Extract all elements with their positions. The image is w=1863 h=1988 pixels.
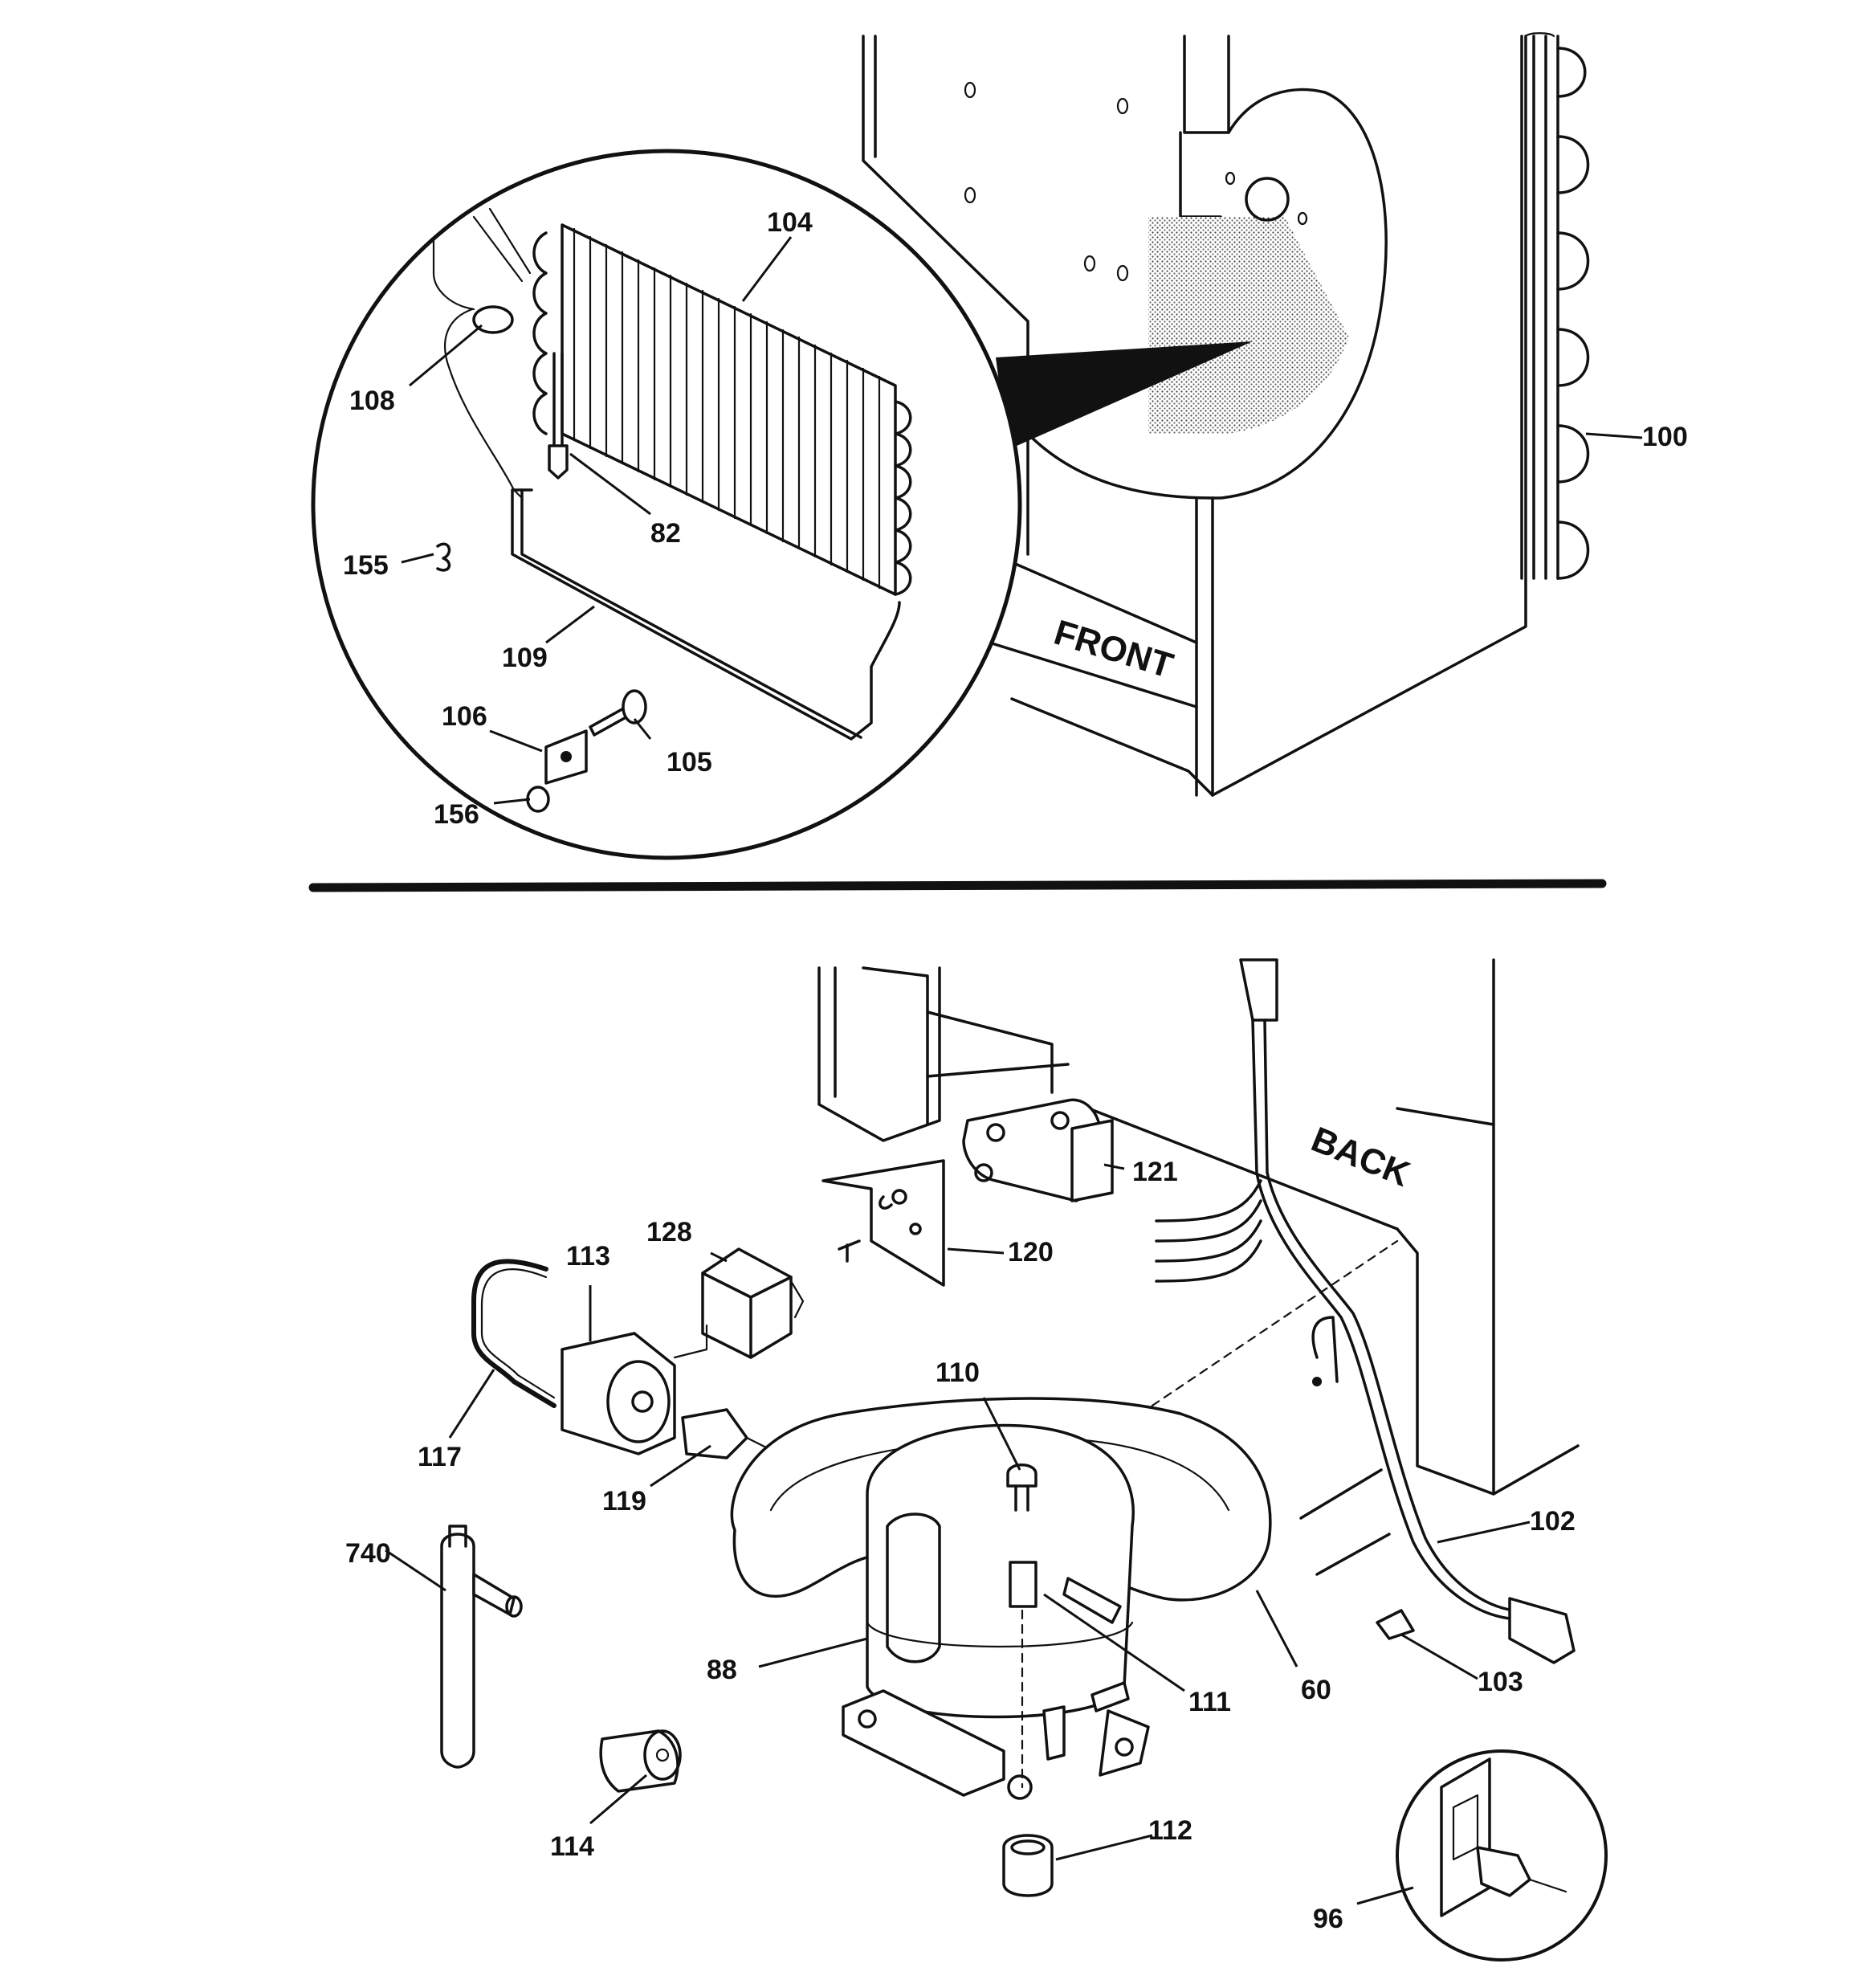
back-label: BACK: [1306, 1120, 1415, 1194]
callout-103: 103: [1478, 1667, 1523, 1697]
terminal-cover: [681, 1408, 748, 1459]
outlet-inset-circle: [1396, 1749, 1608, 1961]
leader-lines: [385, 236, 1643, 1905]
callout-numbers: 104 108 82 155 109 106 105 156 100 121 1…: [343, 207, 1688, 1934]
drain-tube-lower: [1299, 1468, 1391, 1576]
callout-108: 108: [349, 386, 395, 416]
timer-bracket: [821, 1159, 945, 1287]
sleeve: [1009, 1561, 1037, 1608]
bolt: [1006, 1463, 1037, 1488]
filter-drier: [440, 1525, 523, 1769]
callout-128: 128: [646, 1217, 692, 1247]
cord-clip: [1376, 1609, 1415, 1640]
defrost-timer: [962, 1098, 1114, 1202]
section-divider: [308, 879, 1607, 892]
callout-111: 111: [1188, 1687, 1231, 1717]
callout-117: 117: [418, 1442, 462, 1472]
grommet: [1002, 1834, 1054, 1897]
cabinet-top-view: FRONT: [862, 35, 1527, 797]
callout-155: 155: [343, 550, 389, 581]
condenser-coil: [1520, 32, 1590, 580]
callout-120: 120: [1008, 1237, 1054, 1268]
drain-tube-upper: [1311, 1316, 1339, 1383]
overload-protector: [561, 1324, 708, 1455]
callout-88: 88: [707, 1655, 737, 1685]
callout-106: 106: [442, 701, 487, 732]
harness-wires: [1155, 1179, 1262, 1283]
callout-110: 110: [936, 1357, 980, 1388]
callout-109: 109: [502, 643, 548, 673]
compressor-assembly: [730, 1397, 1272, 1800]
callout-121: 121: [1132, 1157, 1178, 1187]
callout-104: 104: [767, 207, 813, 238]
callout-112: 112: [1148, 1815, 1192, 1846]
callout-82: 82: [650, 518, 681, 549]
callout-156: 156: [434, 799, 479, 830]
capacitor: [599, 1729, 679, 1793]
callout-113: 113: [566, 1241, 610, 1272]
callout-96: 96: [1313, 1904, 1343, 1934]
callout-105: 105: [667, 747, 712, 778]
callout-119: 119: [602, 1486, 646, 1517]
callout-114: 114: [550, 1831, 594, 1862]
callout-60: 60: [1301, 1675, 1331, 1705]
callout-740: 740: [345, 1538, 391, 1569]
wire-harness-117: [471, 1259, 556, 1408]
power-cord: [1239, 958, 1576, 1664]
callout-100: 100: [1642, 422, 1688, 452]
evaporator-zoom-circle: [311, 149, 1022, 860]
relay: [701, 1247, 805, 1359]
callout-102: 102: [1530, 1506, 1576, 1537]
front-label: FRONT: [1050, 613, 1177, 686]
